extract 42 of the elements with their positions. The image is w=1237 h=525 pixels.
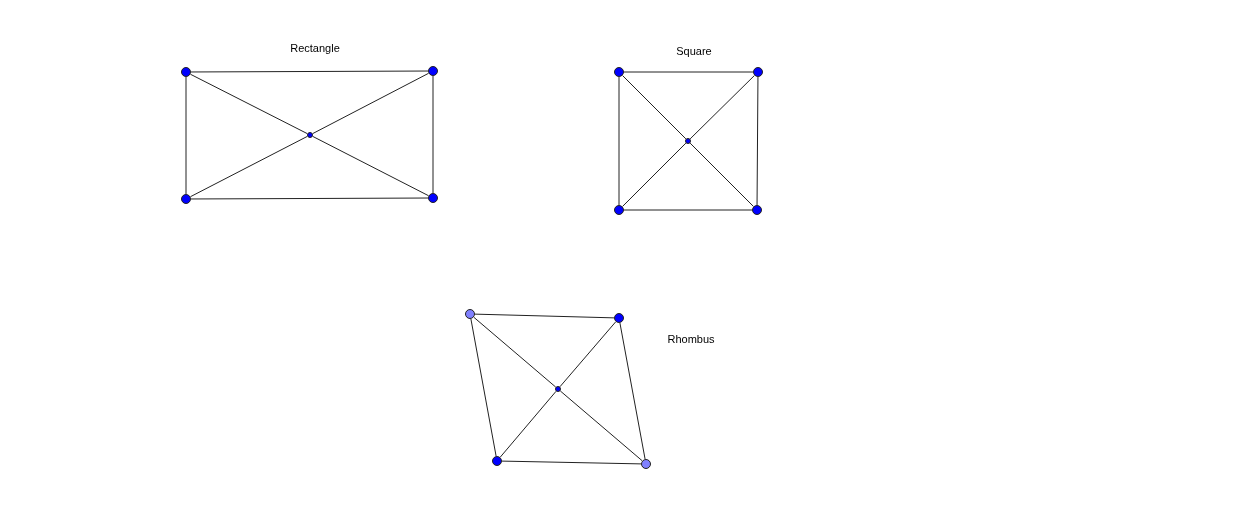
point-marker bbox=[181, 67, 191, 77]
line-segment bbox=[474, 313, 615, 319]
line-segment bbox=[623, 209, 753, 211]
point-marker bbox=[614, 67, 624, 77]
shape-title: Rhombus bbox=[667, 333, 715, 345]
point-marker bbox=[428, 66, 438, 76]
line-segment bbox=[756, 76, 759, 206]
point-marker bbox=[614, 205, 624, 215]
point-marker bbox=[555, 386, 561, 392]
line-segment bbox=[470, 318, 497, 457]
line-segment bbox=[499, 390, 557, 458]
point-marker bbox=[492, 456, 502, 466]
line-segment bbox=[689, 142, 754, 207]
point-marker bbox=[307, 132, 313, 138]
line-segment bbox=[559, 321, 617, 388]
line-segment bbox=[312, 72, 430, 135]
shape-title: Square bbox=[676, 45, 712, 57]
point-marker bbox=[181, 194, 191, 204]
point-marker bbox=[641, 459, 651, 469]
line-segment bbox=[190, 70, 429, 73]
point-marker bbox=[752, 205, 762, 215]
point-marker bbox=[753, 67, 763, 77]
line-segment bbox=[501, 460, 642, 465]
point-marker bbox=[428, 193, 438, 203]
line-segment bbox=[473, 316, 557, 388]
point-marker bbox=[614, 313, 624, 323]
line-segment bbox=[619, 322, 646, 460]
shape-title: Rectangle bbox=[290, 42, 340, 54]
line-segment bbox=[559, 390, 643, 462]
line-segment bbox=[622, 75, 687, 140]
line-segment bbox=[189, 73, 308, 135]
line-segment bbox=[189, 135, 308, 198]
point-marker bbox=[685, 138, 691, 144]
line-segment bbox=[312, 135, 430, 197]
line-segment bbox=[618, 76, 620, 206]
line-segment bbox=[432, 75, 434, 194]
line-segment bbox=[190, 197, 429, 200]
line-segment bbox=[689, 75, 755, 140]
line-segment bbox=[622, 142, 687, 207]
line-segment bbox=[623, 71, 754, 73]
point-marker bbox=[465, 309, 475, 319]
line-segment bbox=[185, 76, 187, 195]
